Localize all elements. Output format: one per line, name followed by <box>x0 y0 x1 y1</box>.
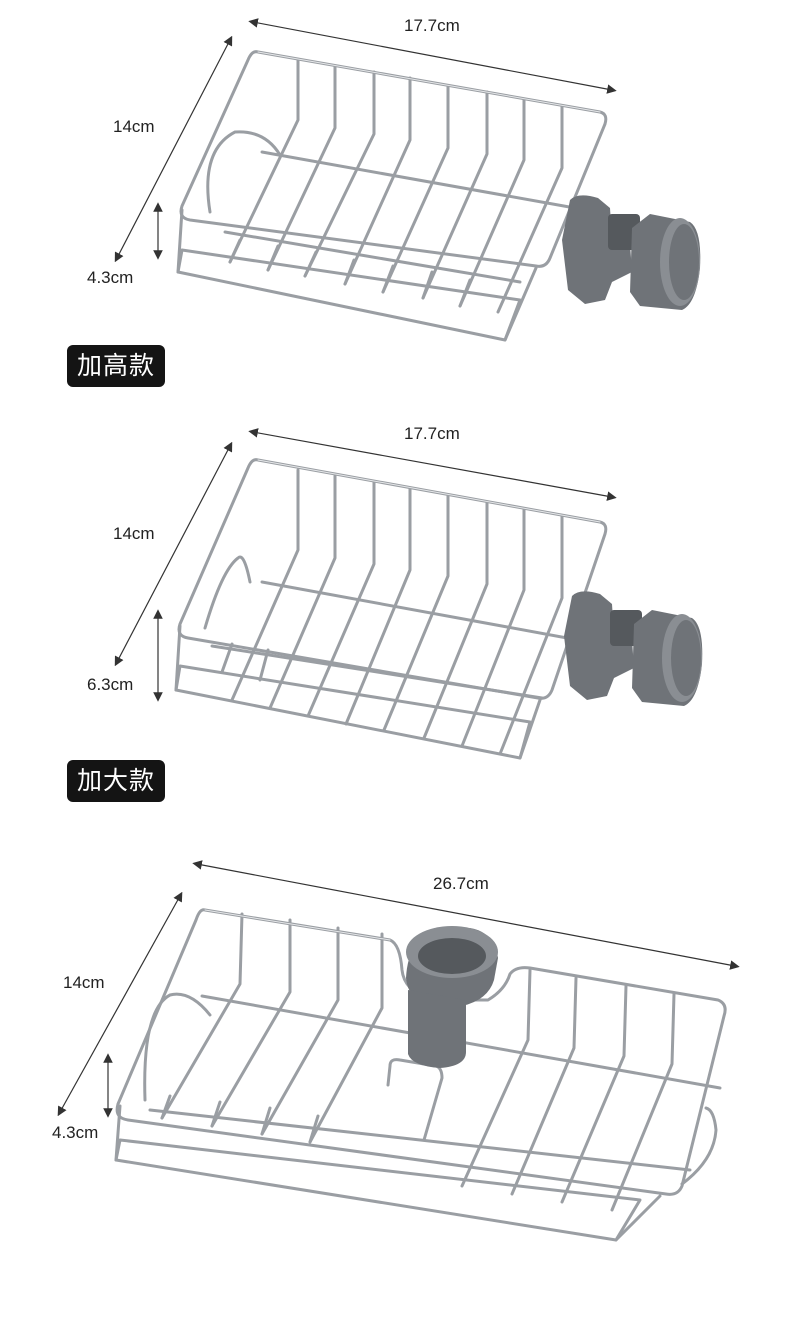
rack-diagram-2 <box>114 428 703 760</box>
width-label: 17.7cm <box>404 424 460 443</box>
width-arrow <box>248 18 617 94</box>
wire-rack-1 <box>176 50 608 342</box>
variant-badge: 加大款 <box>67 760 166 802</box>
rack-diagram-1 <box>114 18 701 342</box>
depth-label: 14cm <box>113 524 155 543</box>
faucet-clip-3 <box>406 926 498 1068</box>
height-label: 4.3cm <box>52 1123 99 1142</box>
wire-rack-3 <box>114 908 727 1242</box>
product-section-3: 26.7cm 14cm 4.3cm <box>0 840 790 1300</box>
product-section-1: 17.7cm 14cm 4.3cm 加高款 <box>0 0 790 400</box>
height-label: 6.3cm <box>87 675 134 694</box>
depth-arrow <box>114 441 233 667</box>
depth-label: 14cm <box>113 117 155 136</box>
width-label: 26.7cm <box>433 874 489 893</box>
faucet-clip-2 <box>564 591 703 706</box>
width-arrow <box>192 860 740 970</box>
faucet-clip-1 <box>562 195 701 310</box>
width-label: 17.7cm <box>404 16 460 35</box>
depth-arrow <box>57 891 183 1117</box>
wire-rack-2 <box>174 458 608 760</box>
height-label: 4.3cm <box>87 268 134 287</box>
variant-badge: 加高款 <box>67 345 166 387</box>
depth-arrow <box>114 35 233 263</box>
width-arrow <box>248 428 617 501</box>
product-section-2: 17.7cm 14cm 6.3cm 加大款 <box>0 400 790 820</box>
rack-diagram-3 <box>57 860 740 1242</box>
depth-label: 14cm <box>63 973 105 992</box>
